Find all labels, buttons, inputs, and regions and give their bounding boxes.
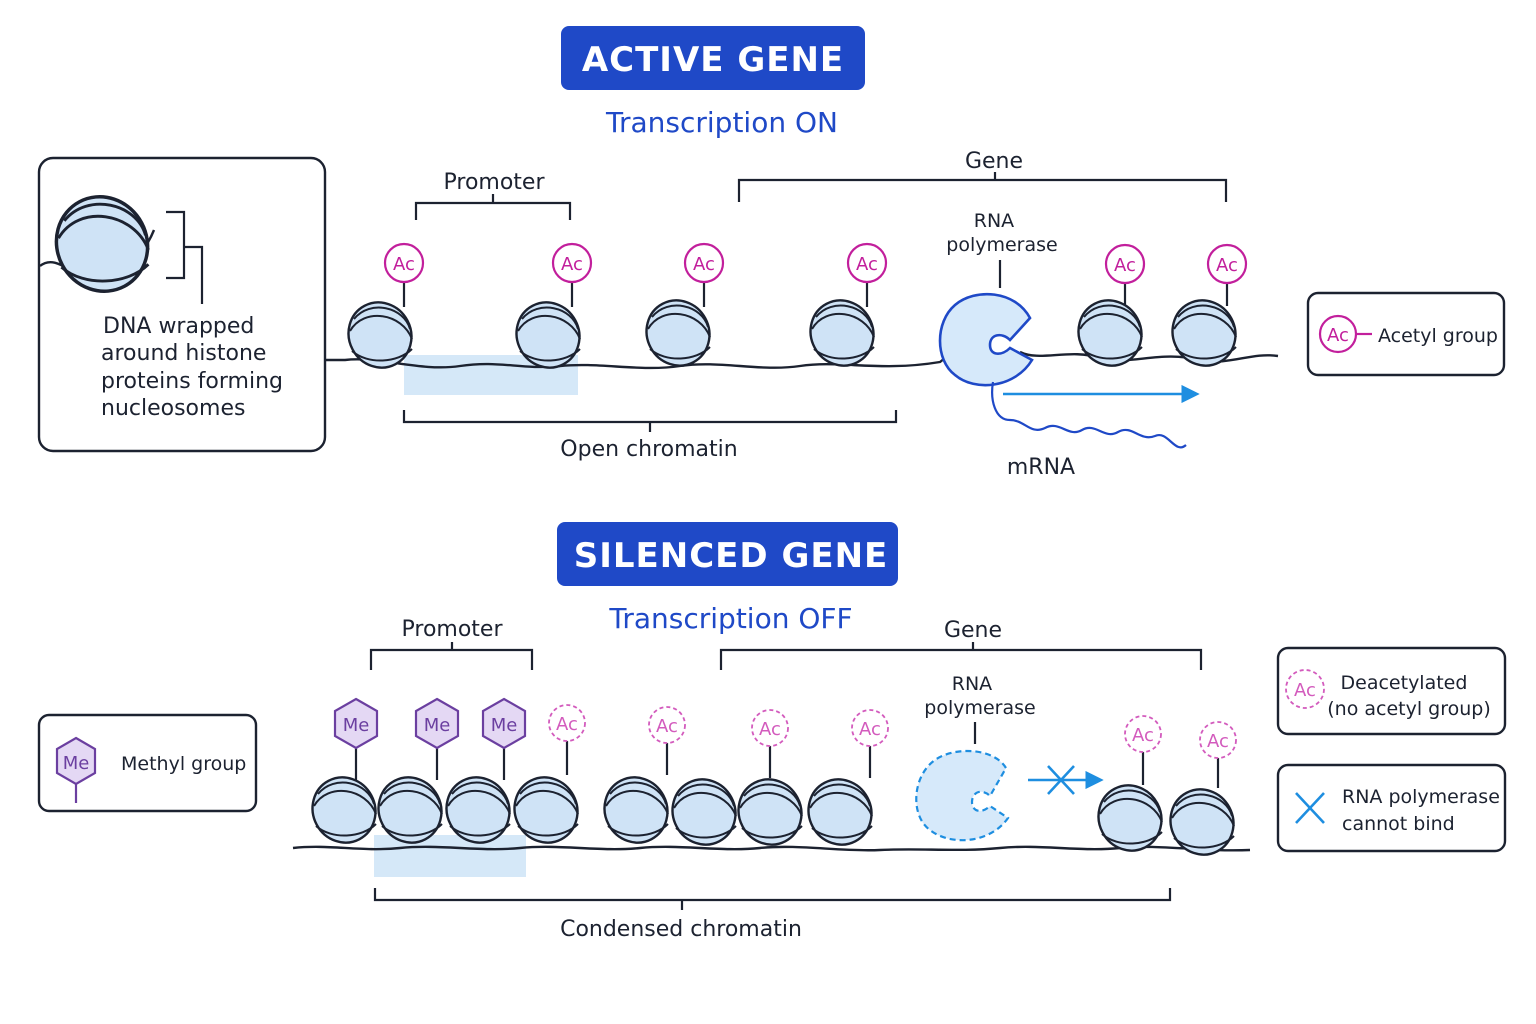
deacetyl-icon <box>751 709 789 747</box>
active-nucleosome-6: Ac <box>1159 243 1249 378</box>
active-promoter-label: Promoter <box>444 170 546 195</box>
deacetyl-legend-box <box>1276 646 1507 736</box>
svg-text:Me: Me <box>491 715 518 736</box>
svg-text:Ac: Ac <box>656 716 678 737</box>
svg-text:Ac: Ac <box>1327 325 1349 346</box>
svg-text:Ac: Ac <box>1207 731 1229 752</box>
silenced-banner-text: SILENCED GENE <box>574 536 889 576</box>
methyl-icon <box>333 697 379 750</box>
active-nucleosome-5: Ac <box>1065 243 1155 378</box>
silenced-subtitle: Transcription OFF <box>608 602 852 635</box>
block-legend-box <box>1276 763 1507 853</box>
silenced-nucleosome-3: Me <box>433 697 527 855</box>
condensed-chromatin-bracket <box>373 888 1172 910</box>
rna-polymerase-icon <box>915 749 1010 842</box>
svg-text:Ac: Ac <box>561 254 583 275</box>
silenced-promoter-label: Promoter <box>402 617 504 642</box>
nucleosome-icon <box>38 178 166 310</box>
svg-text:Ac: Ac <box>859 719 881 740</box>
svg-text:Ac: Ac <box>693 254 715 275</box>
svg-text:Ac: Ac <box>1294 680 1316 701</box>
acetyl-icon <box>551 242 593 284</box>
active-polymerase-label: RNA polymerase <box>946 210 1057 256</box>
active-dna-strand <box>326 357 946 370</box>
deacetyl-icon: Ac <box>1285 669 1325 709</box>
active-promoter-bracket <box>414 194 572 220</box>
active-nucleosome-4: Ac <box>797 242 888 378</box>
svg-text:Ac: Ac <box>856 254 878 275</box>
active-dna-strand-2 <box>1019 350 1279 363</box>
silenced-nucleosome-1: Me <box>299 697 389 855</box>
silenced-nucleosome-9: Ac <box>1157 721 1247 867</box>
acetyl-icon <box>1206 243 1248 285</box>
deacetyl-icon <box>1199 721 1237 759</box>
methyl-legend-box <box>37 713 258 813</box>
silenced-nucleosome-5: Ac <box>591 706 749 857</box>
acetyl-icon: Ac <box>1318 314 1372 354</box>
active-nucleosome-3: Ac <box>633 242 725 378</box>
acetyl-legend-box <box>1306 291 1506 377</box>
blocked-x-icon <box>1047 765 1075 795</box>
svg-text:Ac: Ac <box>556 714 578 735</box>
active-gene-bracket <box>737 172 1228 202</box>
svg-text:Ac: Ac <box>759 719 781 740</box>
active-gene-label: Gene <box>965 149 1023 174</box>
silenced-promoter-bracket <box>369 642 534 670</box>
active-gene-section: ACTIVE GENE Transcription ON DNA wrapped… <box>37 26 1506 480</box>
active-nucleosome-1: Ac <box>335 242 425 380</box>
methyl-icon <box>414 697 460 750</box>
deacetyl-icon <box>851 709 889 747</box>
svg-text:Me: Me <box>343 715 370 736</box>
acetyl-icon <box>846 242 888 284</box>
acetyl-legend-label: Acetyl group <box>1378 325 1498 347</box>
methyl-icon: Me <box>55 736 97 803</box>
silenced-nucleosome-2: Me <box>365 697 460 855</box>
acetyl-icon <box>1104 243 1146 285</box>
svg-text:Ac: Ac <box>1132 725 1154 746</box>
svg-text:Ac: Ac <box>1114 255 1136 276</box>
nucleosome-bracket <box>166 210 204 304</box>
deacetyl-icon <box>1124 715 1162 753</box>
rna-polymerase-icon <box>938 292 1034 387</box>
active-banner <box>561 26 865 90</box>
silenced-nucleosome-4: Ac <box>501 704 591 855</box>
silenced-nucleosome-7: Ac <box>795 709 889 857</box>
mrna-strand <box>991 381 1187 449</box>
deacetyl-legend-text: Deacetylated (no acetyl group) <box>1327 672 1491 720</box>
svg-text:Ac: Ac <box>393 254 415 275</box>
active-nucleosome-2: Ac <box>503 242 593 380</box>
deacetyl-icon <box>548 704 586 742</box>
svg-text:Ac: Ac <box>1216 255 1238 276</box>
condensed-chromatin-label: Condensed chromatin <box>560 917 802 942</box>
silenced-banner <box>557 522 898 586</box>
nucleosome-legend-text: DNA wrapped around histone proteins form… <box>101 314 290 421</box>
silenced-polymerase-label: RNA polymerase <box>924 673 1035 719</box>
deacetyl-icon <box>648 706 686 744</box>
silenced-gene-section: SILENCED GENE Transcription OFF Me Methy… <box>37 522 1507 942</box>
methyl-icon <box>481 697 527 750</box>
silenced-gene-label: Gene <box>944 618 1002 643</box>
open-chromatin-label: Open chromatin <box>560 437 737 462</box>
silenced-nucleosome-8: Ac <box>1085 715 1175 863</box>
block-legend-text: RNA polymerase cannot bind <box>1342 786 1506 835</box>
acetyl-icon <box>683 242 725 284</box>
blocked-x-icon <box>1295 792 1325 824</box>
methyl-legend-label: Methyl group <box>121 753 246 775</box>
svg-text:Me: Me <box>63 753 90 774</box>
svg-text:Me: Me <box>424 715 451 736</box>
mrna-label: mRNA <box>1007 455 1075 480</box>
active-subtitle: Transcription ON <box>605 106 838 139</box>
acetyl-icon <box>383 242 425 284</box>
active-banner-text: ACTIVE GENE <box>582 40 844 80</box>
open-chromatin-bracket <box>402 410 898 432</box>
silenced-nucleosome-6: Ac <box>725 709 815 857</box>
silenced-dna-strand <box>292 845 1251 852</box>
silenced-promoter-shading <box>374 835 526 877</box>
silenced-gene-bracket <box>719 642 1203 670</box>
